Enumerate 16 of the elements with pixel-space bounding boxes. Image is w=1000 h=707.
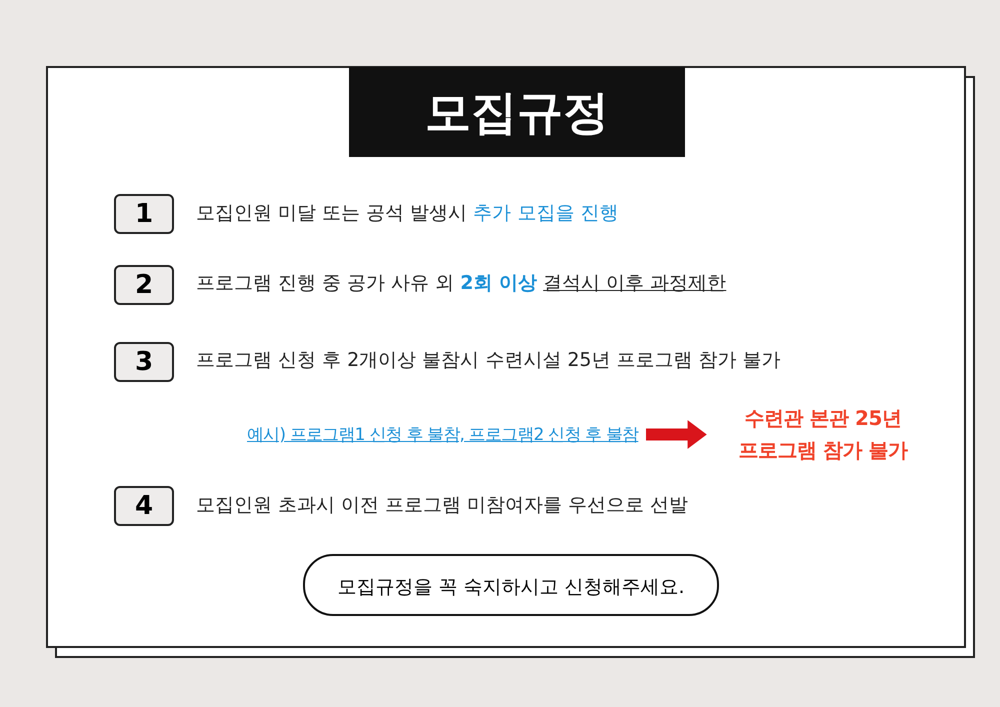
title-banner: 모집규정 xyxy=(349,67,685,157)
rule-text: 프로그램 진행 중 공가 사유 외 xyxy=(196,272,454,294)
rule-text: 추가 모집을 진행 xyxy=(473,202,618,224)
number-badge: 3 xyxy=(114,342,174,382)
number-badge: 1 xyxy=(114,194,174,234)
notice-box: 모집규정을 꼭 숙지하시고 신청해주세요. xyxy=(303,554,719,616)
number-badge: 2 xyxy=(114,265,174,305)
arrow xyxy=(646,420,707,449)
result-text: 수련관 본관 25년 프로그램 참가 불가 xyxy=(712,402,934,466)
example-text: 예시) 프로그램1 신청 후 불참, 프로그램2 신청 후 불참 xyxy=(247,420,638,450)
rule-text: 프로그램 신청 후 2개이상 불참시 수련시설 25년 프로그램 참가 불가 xyxy=(196,349,781,371)
rule-text: 2회 이상 xyxy=(460,272,538,294)
number-badge: 4 xyxy=(114,486,174,526)
rule-text: 모집인원 초과시 이전 프로그램 미참여자를 우선으로 선발 xyxy=(196,494,688,516)
rule-text: 결석시 이후 과정제한 xyxy=(543,272,726,294)
rule-text: 모집인원 미달 또는 공석 발생시 xyxy=(196,202,468,224)
